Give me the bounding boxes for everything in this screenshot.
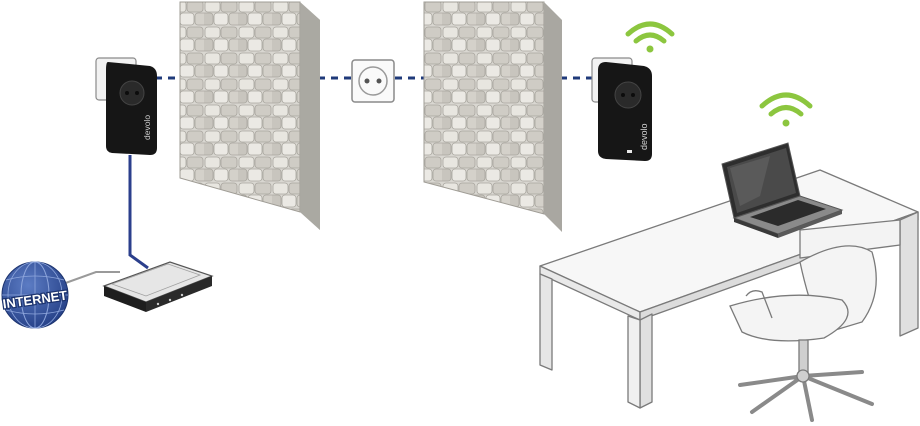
powerline-adapter-right: devolo bbox=[591, 57, 652, 161]
internet-cable bbox=[59, 271, 120, 286]
internet-globe-icon: INTERNET bbox=[0, 261, 69, 329]
powerline-adapter-left: devolo bbox=[95, 57, 157, 155]
wifi-icon bbox=[759, 92, 813, 127]
stone-wall-right bbox=[423, 1, 562, 232]
ethernet-cable bbox=[128, 155, 149, 270]
adapter-brand-left: devolo bbox=[142, 115, 152, 140]
power-socket-icon bbox=[351, 59, 395, 103]
adapter-brand-right: devolo bbox=[639, 123, 649, 150]
laptop bbox=[721, 142, 844, 238]
router bbox=[102, 261, 214, 312]
office-chair bbox=[729, 245, 877, 422]
wifi-icon bbox=[625, 21, 675, 53]
stone-wall-left bbox=[179, 1, 320, 230]
